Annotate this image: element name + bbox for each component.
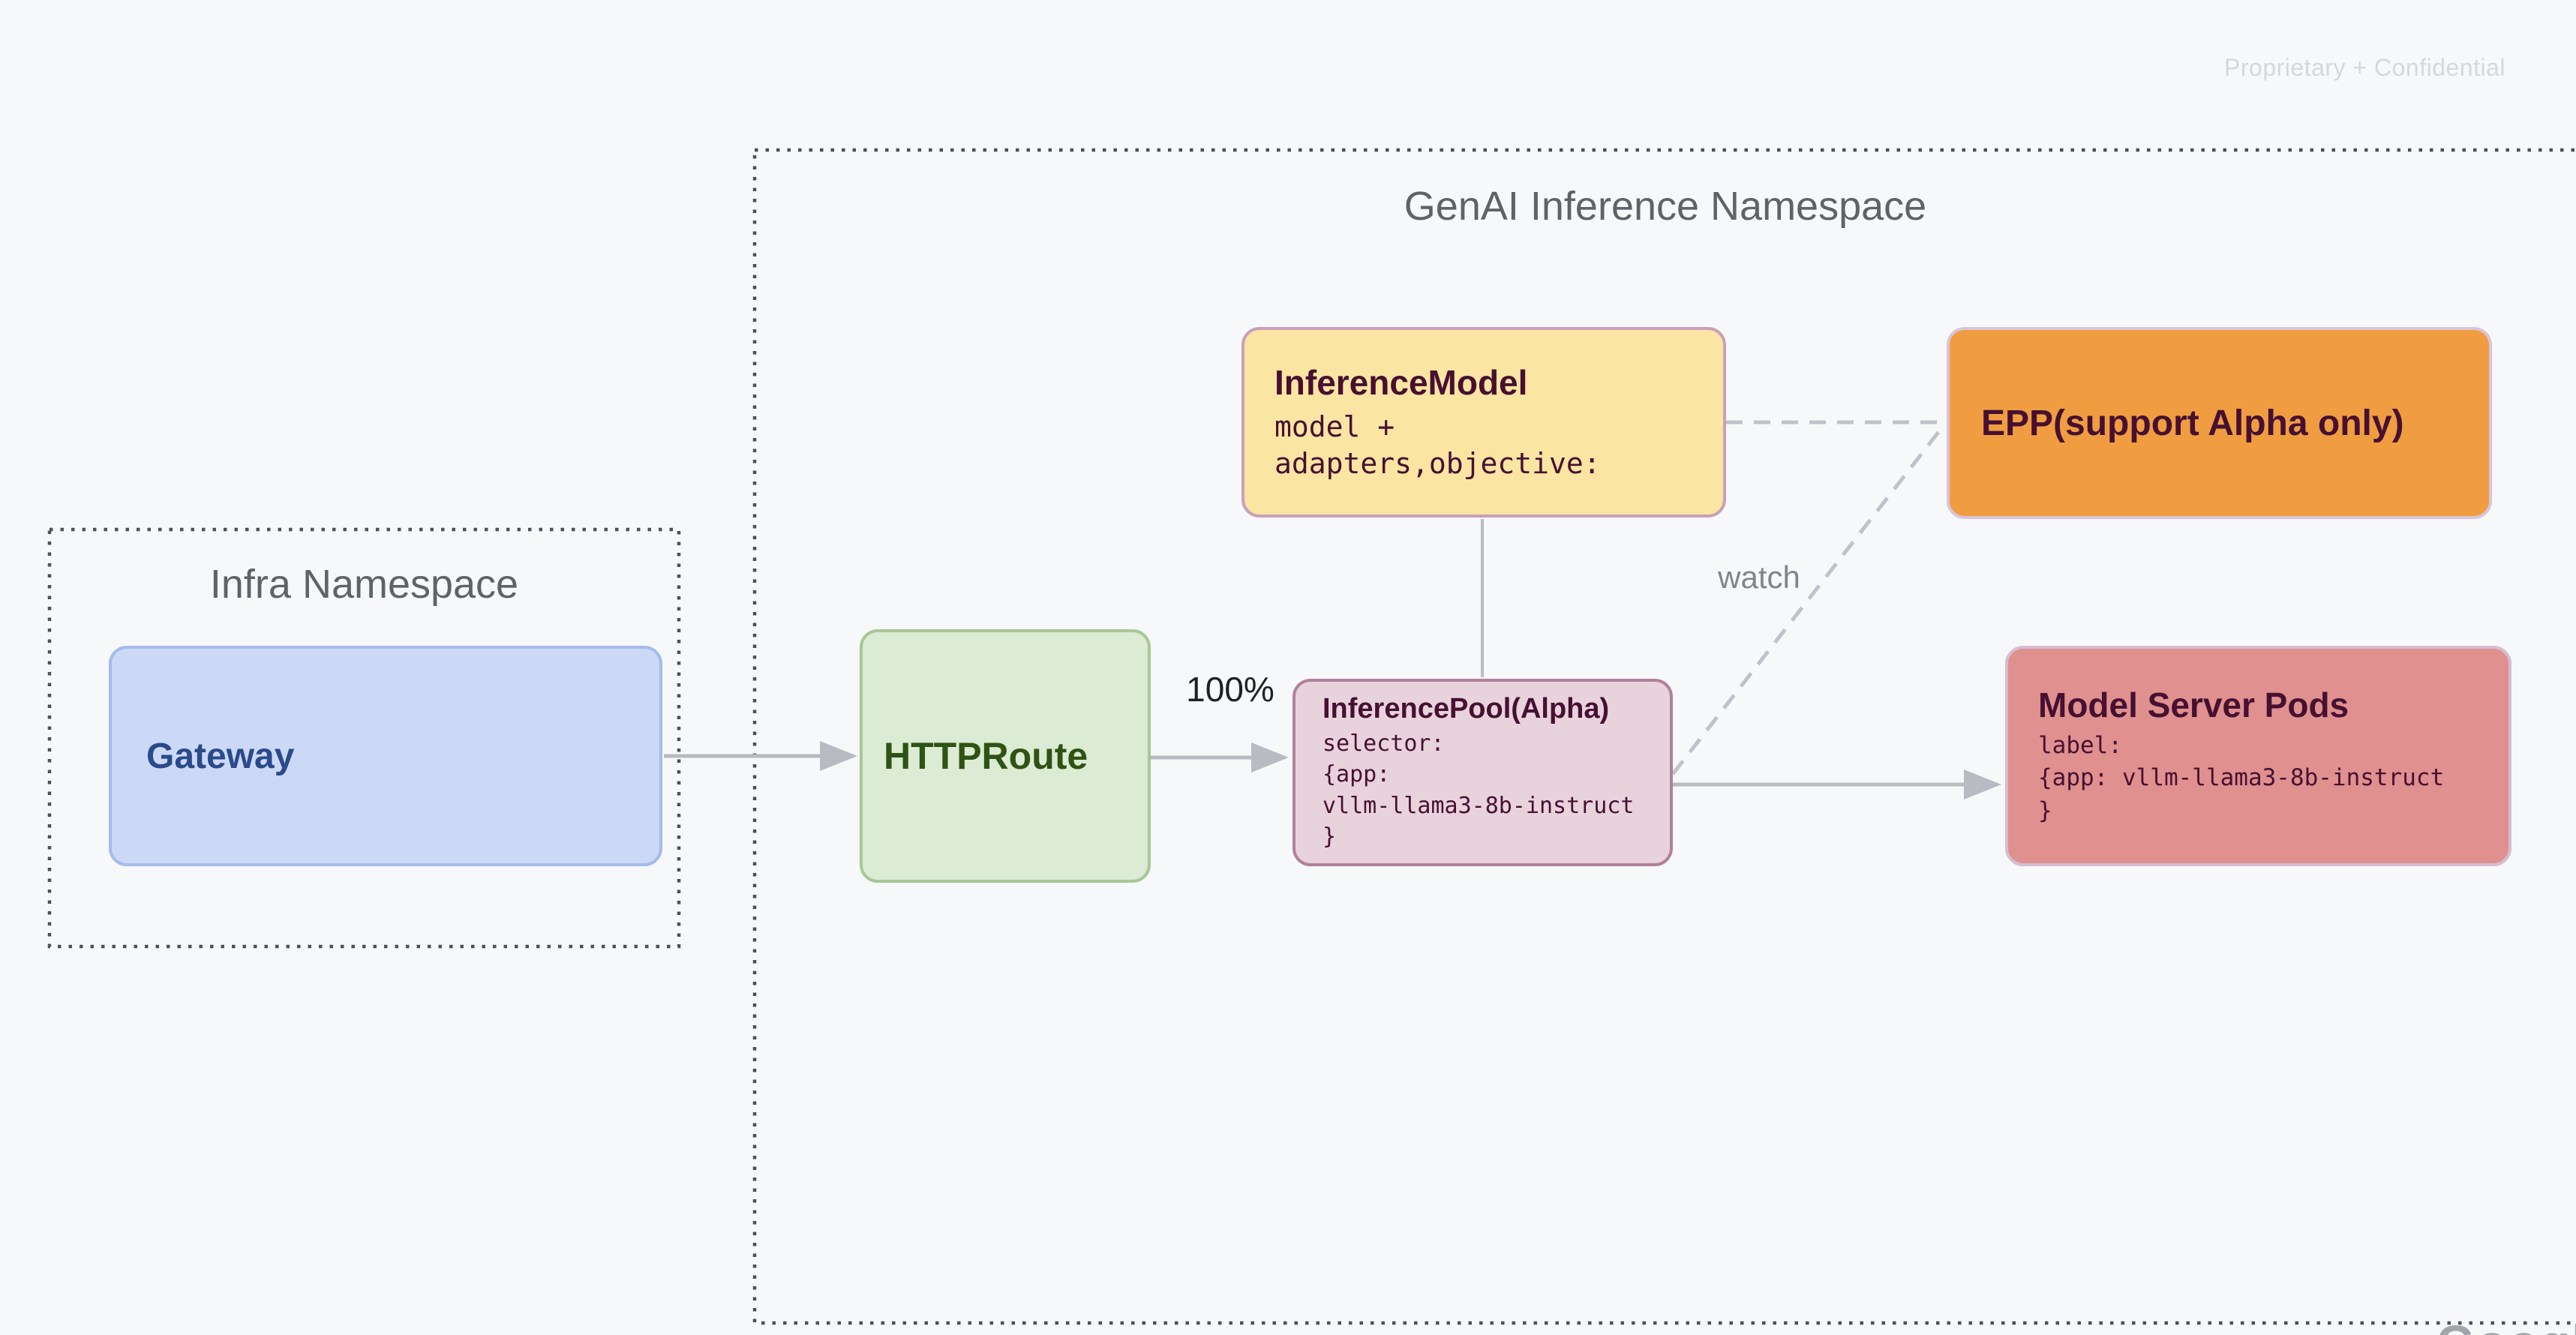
inference-pool-node: InferencePool(Alpha) selector: {app: vll…: [1293, 679, 1673, 866]
google-logo-partial: Google: [2436, 1314, 2576, 1335]
infra-namespace-title: Infra Namespace: [209, 562, 519, 607]
inference-model-spec: model + adapters,objective:: [1274, 410, 1601, 480]
model-server-pods-node: Model Server Pods label: {app: vllm-llam…: [2005, 646, 2511, 866]
infra-namespace-border: [47, 527, 681, 949]
confidential-note: Proprietary + Confidential: [2224, 54, 2505, 81]
inference-pool-title: InferencePool(Alpha): [1323, 692, 1610, 724]
httproute-node: HTTPRoute: [860, 629, 1151, 883]
model-server-pods-label-spec: label: {app: vllm-llama3-8b-instruct }: [2038, 731, 2445, 824]
gateway-node: Gateway: [109, 646, 662, 866]
edge-inference-pool-to-epp: [1671, 423, 1946, 776]
httproute-label: HTTPRoute: [884, 735, 1088, 777]
gateway-label: Gateway: [146, 736, 295, 776]
epp-node: EPP(support Alpha only): [1947, 327, 2492, 519]
watch-label: watch: [1718, 560, 1800, 595]
model-server-pods-title: Model Server Pods: [2038, 685, 2349, 724]
inference-model-node: InferenceModel model + adapters,objectiv…: [1241, 327, 1726, 518]
traffic-split-label: 100%: [1186, 670, 1274, 709]
inference-pool-selector: selector: {app: vllm-llama3-8b-instruct …: [1323, 730, 1635, 850]
inference-model-title: InferenceModel: [1274, 363, 1528, 403]
epp-label: EPP(support Alpha only): [1981, 403, 2404, 443]
genai-namespace-title: GenAI Inference Namespace: [1404, 184, 1927, 229]
